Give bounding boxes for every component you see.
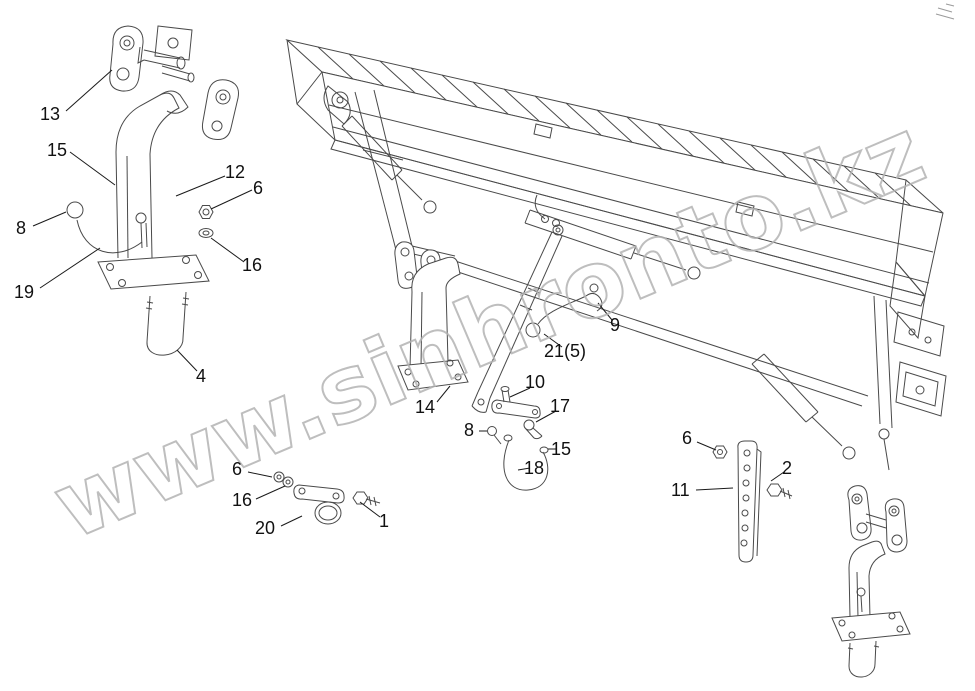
part-label-12: 12 — [225, 162, 246, 182]
u-bolt-lower — [847, 640, 880, 678]
part-14-bracket-assembly — [394, 241, 469, 391]
link-plate — [491, 399, 541, 419]
part-label-6-c: 6 — [682, 428, 693, 448]
part-label-10: 10 — [525, 372, 546, 392]
part-label-11: 11 — [671, 480, 690, 500]
part-12-bracket-assembly — [66, 90, 214, 356]
washer-16b — [282, 476, 294, 488]
leader-lines — [32, 69, 785, 527]
shackle-9 — [585, 292, 603, 312]
ring-8b — [487, 426, 497, 436]
part-label-8-a: 8 — [16, 218, 27, 238]
part-label-6-b: 6 — [232, 459, 243, 479]
part-11-strip-set — [712, 440, 793, 563]
lanyard-cable-18 — [503, 439, 549, 491]
part-label-18: 18 — [524, 458, 545, 478]
part-label-8-b: 8 — [464, 420, 475, 440]
clevis-15b — [539, 446, 549, 454]
nut-6b — [273, 471, 285, 483]
part-label-6-a: 6 — [253, 178, 264, 198]
corner-marks — [935, 3, 955, 20]
part-label-1: 1 — [379, 511, 390, 531]
clevis-17 — [523, 419, 535, 431]
part-label-14: 14 — [415, 397, 436, 417]
perforated-strip-11 — [737, 440, 758, 563]
cable-21-parts — [525, 283, 603, 338]
part-label-9: 9 — [610, 315, 621, 335]
part-label-4: 4 — [196, 366, 207, 386]
ring-8 — [66, 201, 84, 219]
part-label-17: 17 — [550, 396, 571, 416]
part-20-bracket-set — [273, 471, 381, 525]
part-label-16-b: 16 — [232, 490, 253, 510]
bolt-2-head — [766, 483, 783, 497]
nut-6c — [712, 445, 728, 459]
part-label-21-5: 21(5) — [544, 341, 587, 361]
part-label-15-a: 15 — [47, 140, 68, 160]
link-pin-parts — [487, 386, 549, 491]
part-label-20: 20 — [255, 518, 276, 538]
machine-body — [285, 39, 947, 471]
nut-6 — [198, 205, 214, 219]
part-label-2: 2 — [782, 458, 793, 478]
lanyard-cable-19 — [76, 219, 143, 254]
part-label-16-a: 16 — [242, 255, 263, 275]
right-bracket-assembly — [831, 485, 911, 678]
u-bolt-4 — [145, 291, 190, 356]
pin-10 — [500, 386, 510, 392]
flat-bar-20 — [293, 484, 345, 504]
part-label-19: 19 — [14, 282, 35, 302]
part-label-15-b: 15 — [551, 439, 572, 459]
part-label-13: 13 — [40, 104, 61, 124]
washer-16 — [198, 228, 214, 238]
bolt-1-head — [352, 491, 369, 505]
part-13-shackle-set — [109, 25, 239, 140]
